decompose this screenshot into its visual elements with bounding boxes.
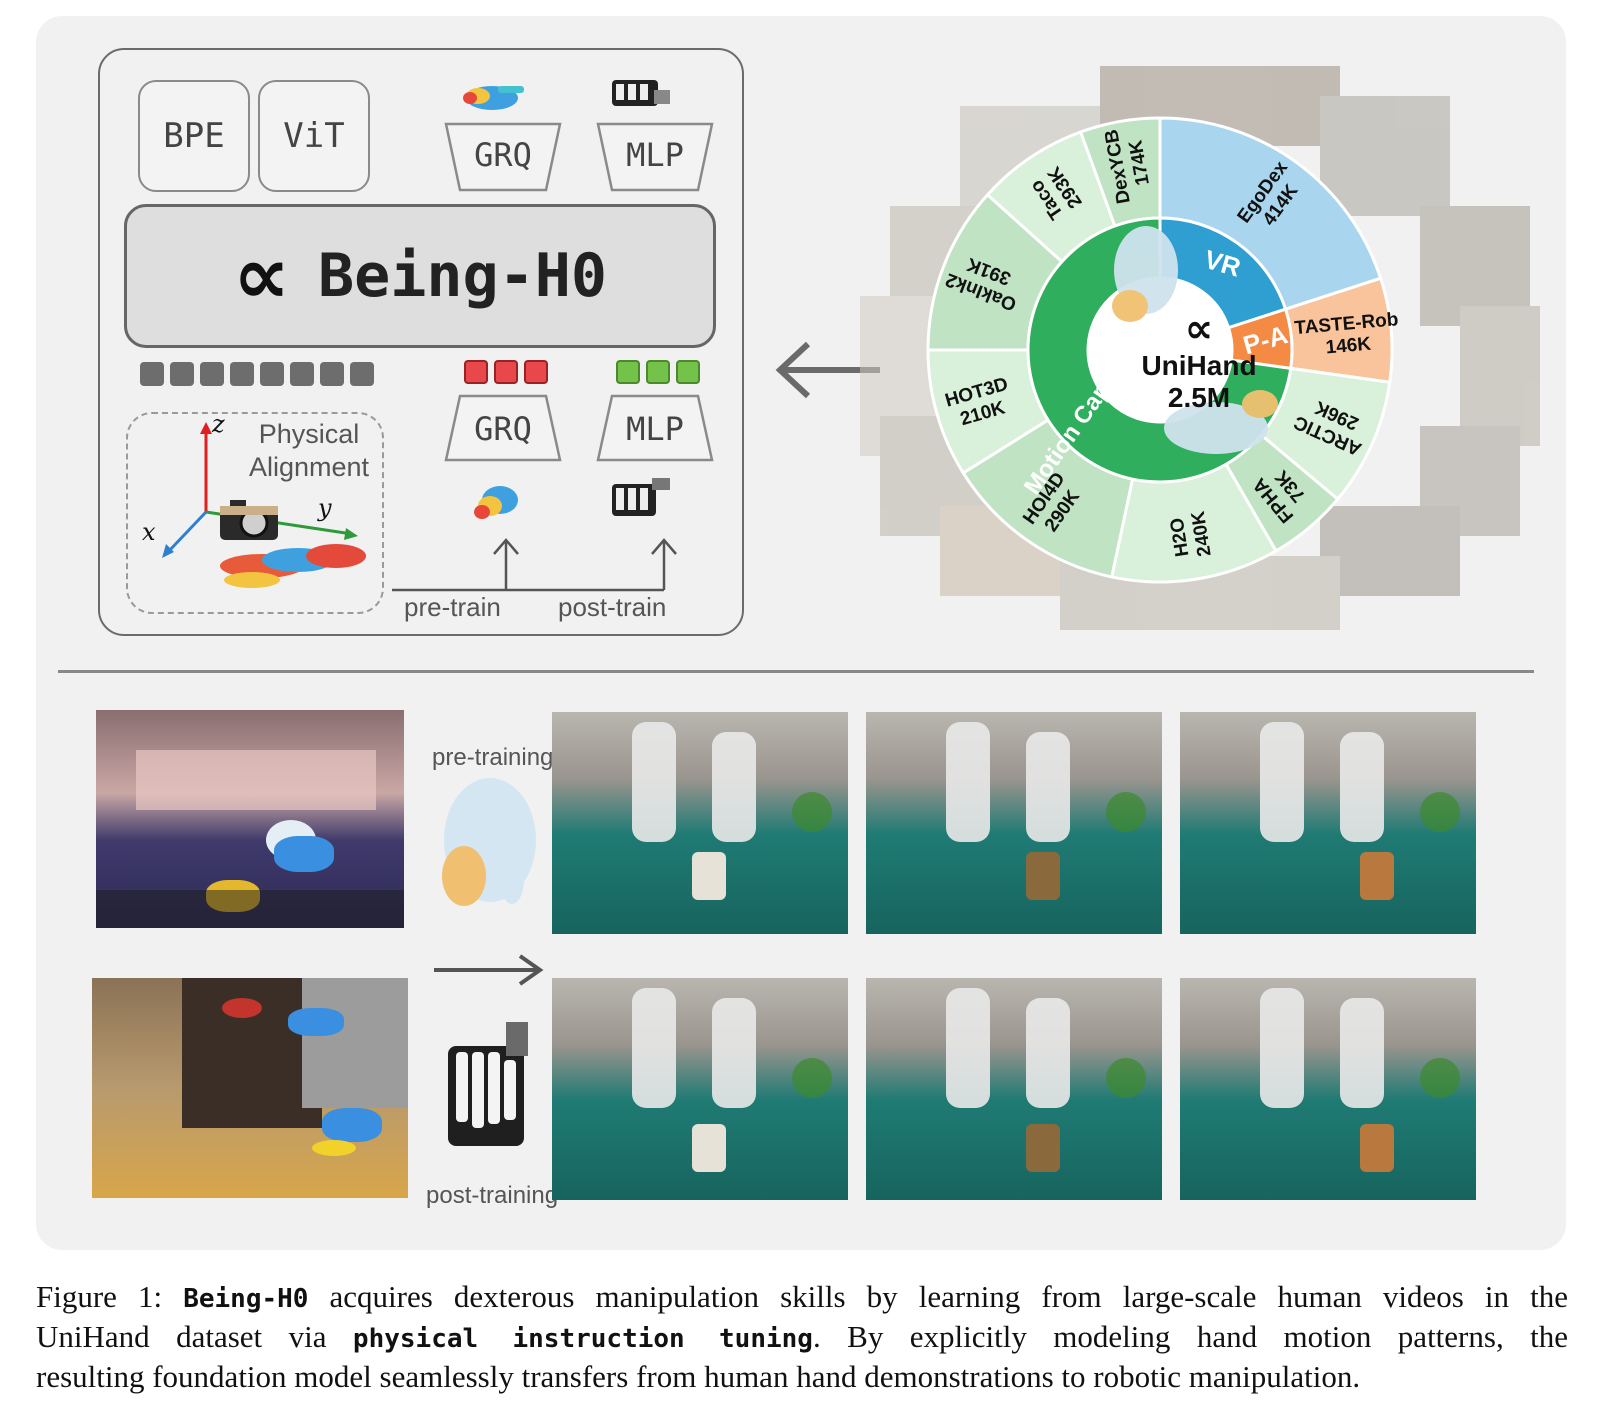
mlp-bottom-label: MLP	[626, 410, 684, 448]
human-demo-photo-cups	[96, 710, 404, 928]
posttraining-label: post-training	[426, 1182, 559, 1209]
unihand-sunburst: EgoDex414KTASTE-Rob146KARCTIC296KFPHA73K…	[860, 66, 1540, 630]
caption-line-1: Figure 1: Being-H0 acquires dexterous ma…	[36, 1279, 1568, 1314]
robot-photo	[552, 978, 848, 1200]
robot-photo	[866, 712, 1162, 934]
human-demo-photo-cabinet	[92, 978, 408, 1198]
robot-photo	[1180, 712, 1476, 934]
mlp-top-label: MLP	[626, 136, 684, 174]
unihand-total: 2.5M	[1167, 382, 1231, 413]
posttraining-robot-hand-icon	[448, 1022, 528, 1146]
model-name: Being-H0	[317, 241, 607, 311]
robot-photo	[1180, 978, 1476, 1200]
axis-x-label: x	[142, 518, 156, 546]
robot-hand-icon-bottom	[612, 478, 670, 516]
architecture-box	[98, 48, 744, 636]
caption-line-3: resulting foundation model seamlessly tr…	[36, 1359, 1361, 1394]
grq-top-label: GRQ	[474, 136, 532, 174]
unihand-logo-icon: ∝	[1184, 306, 1214, 352]
sunburst-center: ∝ UniHand 2.5M	[1124, 308, 1274, 414]
sunburst-outer-label-dexycb: DexYCB174K	[1101, 124, 1156, 205]
being-logo-icon: ∝	[233, 229, 290, 322]
axis-z-label: z	[212, 410, 225, 438]
pretraining-hand-icon	[442, 778, 536, 906]
train-arrows	[392, 538, 677, 592]
bpe-box: BPE	[138, 80, 250, 192]
grq-bottom-trapezoid	[444, 394, 562, 462]
section-divider	[58, 670, 1534, 673]
hand-render-icons	[1112, 226, 1278, 454]
vit-box: ViT	[258, 80, 370, 192]
mlp-top-trapezoid	[596, 122, 714, 192]
grq-top-trapezoid	[444, 122, 562, 192]
hand-point-cloud-icon	[220, 544, 366, 588]
transfer-arrow	[434, 954, 544, 986]
blue-glove-hand	[274, 836, 334, 872]
pretrain-label: pre-train	[404, 592, 501, 622]
unihand-title: UniHand	[1141, 350, 1257, 381]
physical-alignment-label: Physical Alignment	[248, 419, 370, 482]
caption-line-2: UniHand dataset via physical instruction…	[36, 1319, 1569, 1354]
figure-caption: Figure 1: Being-H0 acquires dexterous ma…	[36, 1278, 1568, 1396]
physical-alignment-box	[126, 412, 384, 614]
mano-hand-icon-bottom	[474, 486, 518, 519]
posttrain-label: post-train	[558, 592, 667, 622]
robot-photo	[866, 978, 1162, 1200]
axis-y-label: y	[318, 494, 332, 522]
camera-icon	[220, 500, 278, 540]
being-h0-core: ∝ Being-H0	[124, 204, 716, 348]
robot-hand-icon-top	[612, 80, 670, 106]
mlp-bottom-trapezoid	[596, 394, 714, 462]
robot-photo	[552, 712, 848, 934]
pretraining-label: pre-training	[432, 744, 554, 771]
grq-bottom-label: GRQ	[474, 410, 532, 448]
mano-hand-icon-top	[463, 86, 524, 110]
